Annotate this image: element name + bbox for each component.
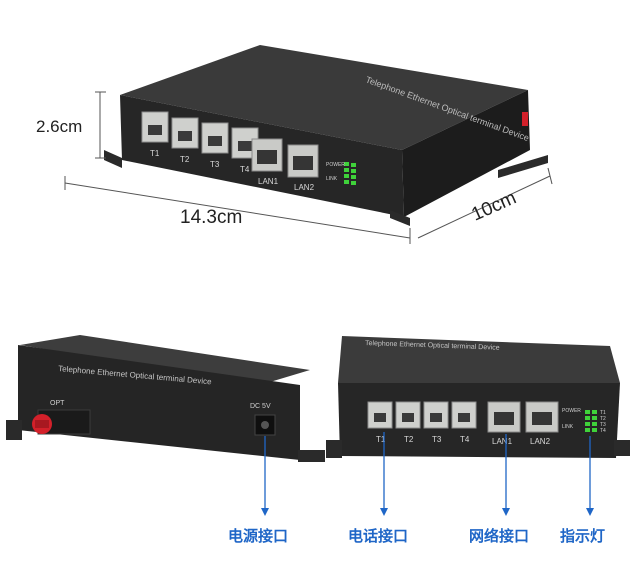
top-link-label: LINK: [326, 176, 338, 182]
callout-arrowheads: [261, 508, 594, 516]
indicator-callout: 指示灯: [560, 527, 606, 545]
led-ch-t1: T1: [600, 410, 606, 416]
bottom-left-device: Telephone Ethernet Optical terminal Devi…: [6, 335, 325, 462]
top-lan1-label: LAN1: [258, 177, 279, 186]
led-ch-t2: T2: [600, 416, 606, 422]
bottom-phone-ports: [367, 401, 477, 429]
network-port-callout: 网络接口: [469, 527, 530, 545]
bottom-t4-label: T4: [460, 435, 470, 444]
led-ch-t3: T3: [600, 422, 606, 428]
dc-label: DC 5V: [250, 403, 271, 410]
bottom-lan1-label: LAN1: [492, 437, 513, 446]
phone-port-callout: 电话接口: [348, 527, 409, 545]
top-lan-ports: [251, 138, 319, 178]
bottom-t2-label: T2: [404, 435, 414, 444]
top-t2-label: T2: [180, 155, 190, 164]
top-phone-ports: [141, 111, 259, 159]
led-ch-t4: T4: [600, 428, 606, 434]
bottom-lan-ports: [487, 401, 559, 433]
top-fiber-connector: [522, 112, 528, 126]
opt-label: OPT: [50, 400, 65, 407]
top-lan2-label: LAN2: [294, 183, 315, 192]
top-t1-label: T1: [150, 149, 160, 158]
top-power-label: POWER: [326, 162, 345, 168]
bottom-t1-label: T1: [376, 435, 386, 444]
dimension-lines: [64, 91, 553, 244]
bottom-link-label: LINK: [562, 424, 574, 430]
right-top-print: Telephone Ethernet Optical terminal Devi…: [365, 340, 500, 352]
bottom-leds: [585, 410, 597, 432]
bottom-t3-label: T3: [432, 435, 442, 444]
top-device: Telephone Ethernet Optical terminal Devi…: [104, 45, 548, 226]
bottom-power-label: POWER: [562, 408, 581, 414]
bottom-right-device: Telephone Ethernet Optical terminal Devi…: [326, 336, 630, 458]
callout-arrows: [264, 432, 591, 510]
top-leds: [344, 162, 356, 185]
top-t4-label: T4: [240, 165, 250, 174]
height-label: 2.6cm: [36, 117, 83, 136]
power-port-callout: 电源接口: [228, 527, 289, 545]
length-label: 14.3cm: [180, 207, 243, 228]
bottom-lan2-label: LAN2: [530, 437, 551, 446]
top-t3-label: T3: [210, 160, 220, 169]
